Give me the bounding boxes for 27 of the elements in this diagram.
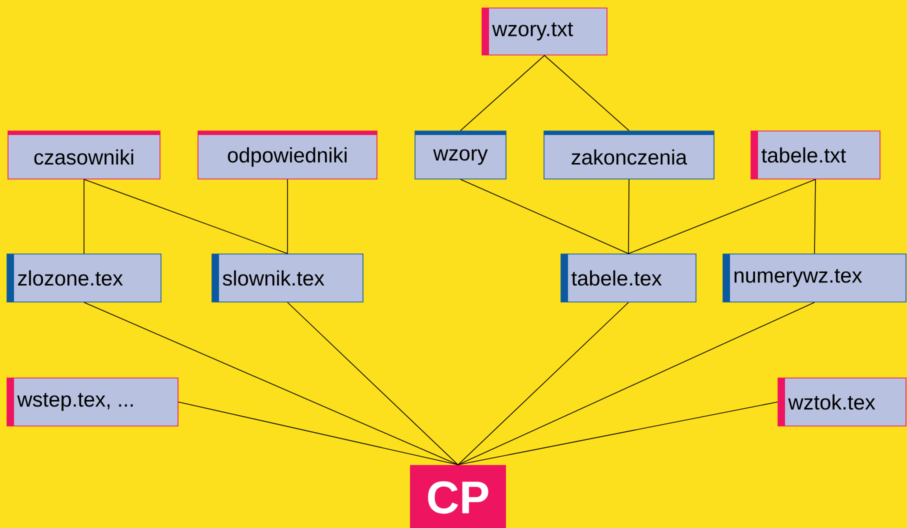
connector-line	[814, 179, 816, 254]
file-box: czasowniki	[8, 130, 160, 180]
file-box: wzory.txt	[482, 8, 608, 56]
connector-line	[458, 302, 629, 466]
connector-line	[84, 179, 288, 254]
connector-line	[458, 302, 815, 466]
connector-line	[287, 179, 288, 254]
connector-line	[178, 402, 458, 466]
file-box: slownik.tex	[212, 254, 364, 302]
file-box: wstep.tex, ...	[6, 378, 178, 426]
file-box: zakonczenia	[544, 130, 714, 180]
connector-line	[460, 55, 545, 131]
file-box: odpowiedniki	[198, 130, 378, 180]
cp-box: CP	[410, 465, 506, 528]
connector-line	[628, 179, 630, 254]
connector-line	[628, 179, 816, 254]
file-box: tabele.txt	[750, 130, 880, 180]
connector-line	[287, 302, 458, 466]
file-box: zlozone.tex	[6, 254, 162, 302]
file-box: numerywz.tex	[722, 254, 906, 302]
file-box: tabele.tex	[560, 254, 696, 302]
connector-line	[84, 302, 458, 466]
connector-line	[460, 179, 629, 254]
file-box: wzory	[414, 130, 506, 180]
file-box: wztok.tex	[778, 378, 906, 426]
connector-line	[458, 402, 778, 466]
connector-line	[544, 55, 630, 131]
